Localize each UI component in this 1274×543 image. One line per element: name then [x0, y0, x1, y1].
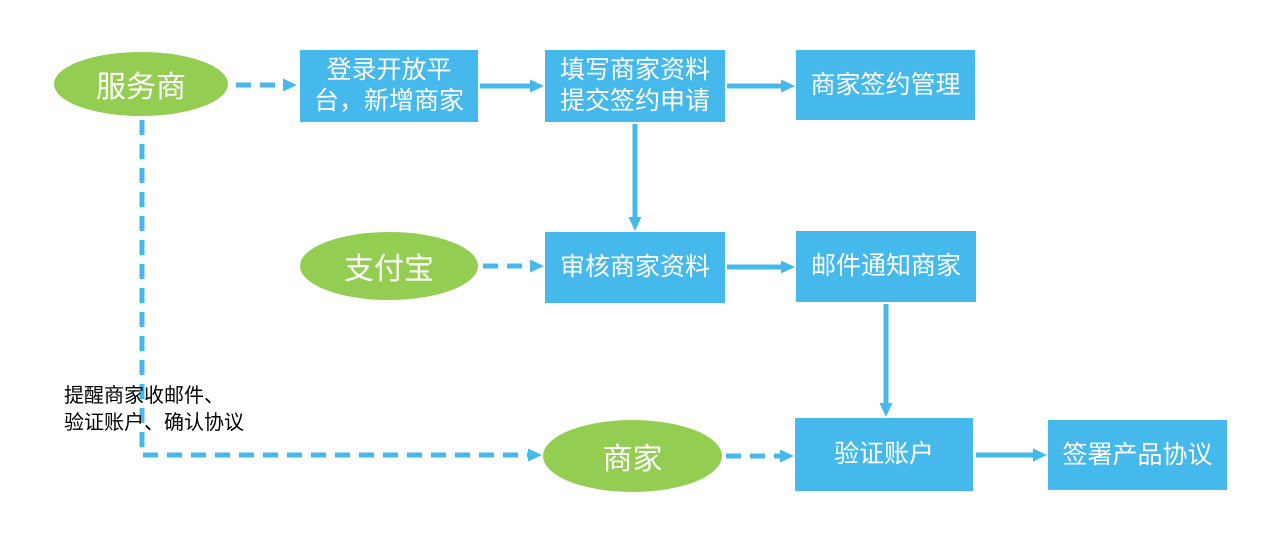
- node-merchant-sign-manage-label: 商家签约管理: [810, 70, 961, 99]
- node-alipay: 支付宝: [300, 232, 478, 300]
- node-review-merchant-info-label: 审核商家资料: [559, 253, 710, 281]
- node-email-notify-merchant: 邮件通知商家: [796, 231, 976, 302]
- node-fill-merchant-info: 填写商家资料 提交签约申请: [545, 50, 725, 122]
- node-merchant: 商家: [543, 420, 722, 492]
- node-review-merchant-info: 审核商家资料: [545, 232, 725, 303]
- node-sign-product-agreement-label: 签署产品协议: [1062, 440, 1213, 469]
- node-service-provider-label: 服务商: [96, 71, 186, 104]
- node-merchant-sign-manage: 商家签约管理: [796, 50, 975, 120]
- node-merchant-label: 商家: [602, 443, 663, 476]
- node-login-open-platform: 登录开放平 台，新增商家: [300, 50, 478, 122]
- note-reminder-text: 提醒商家收邮件、 验证账户、确认协议: [64, 385, 244, 434]
- node-sign-product-agreement: 签署产品协议: [1048, 420, 1227, 490]
- node-fill-merchant-info-label: 填写商家资料 提交签约申请: [559, 56, 710, 115]
- node-alipay-label: 支付宝: [344, 253, 434, 286]
- node-login-open-platform-label: 登录开放平 台，新增商家: [313, 56, 464, 115]
- node-service-provider: 服务商: [54, 52, 228, 116]
- node-email-notify-merchant-label: 邮件通知商家: [810, 252, 961, 280]
- node-verify-account: 验证账户: [795, 418, 973, 491]
- node-verify-account-label: 验证账户: [833, 440, 934, 468]
